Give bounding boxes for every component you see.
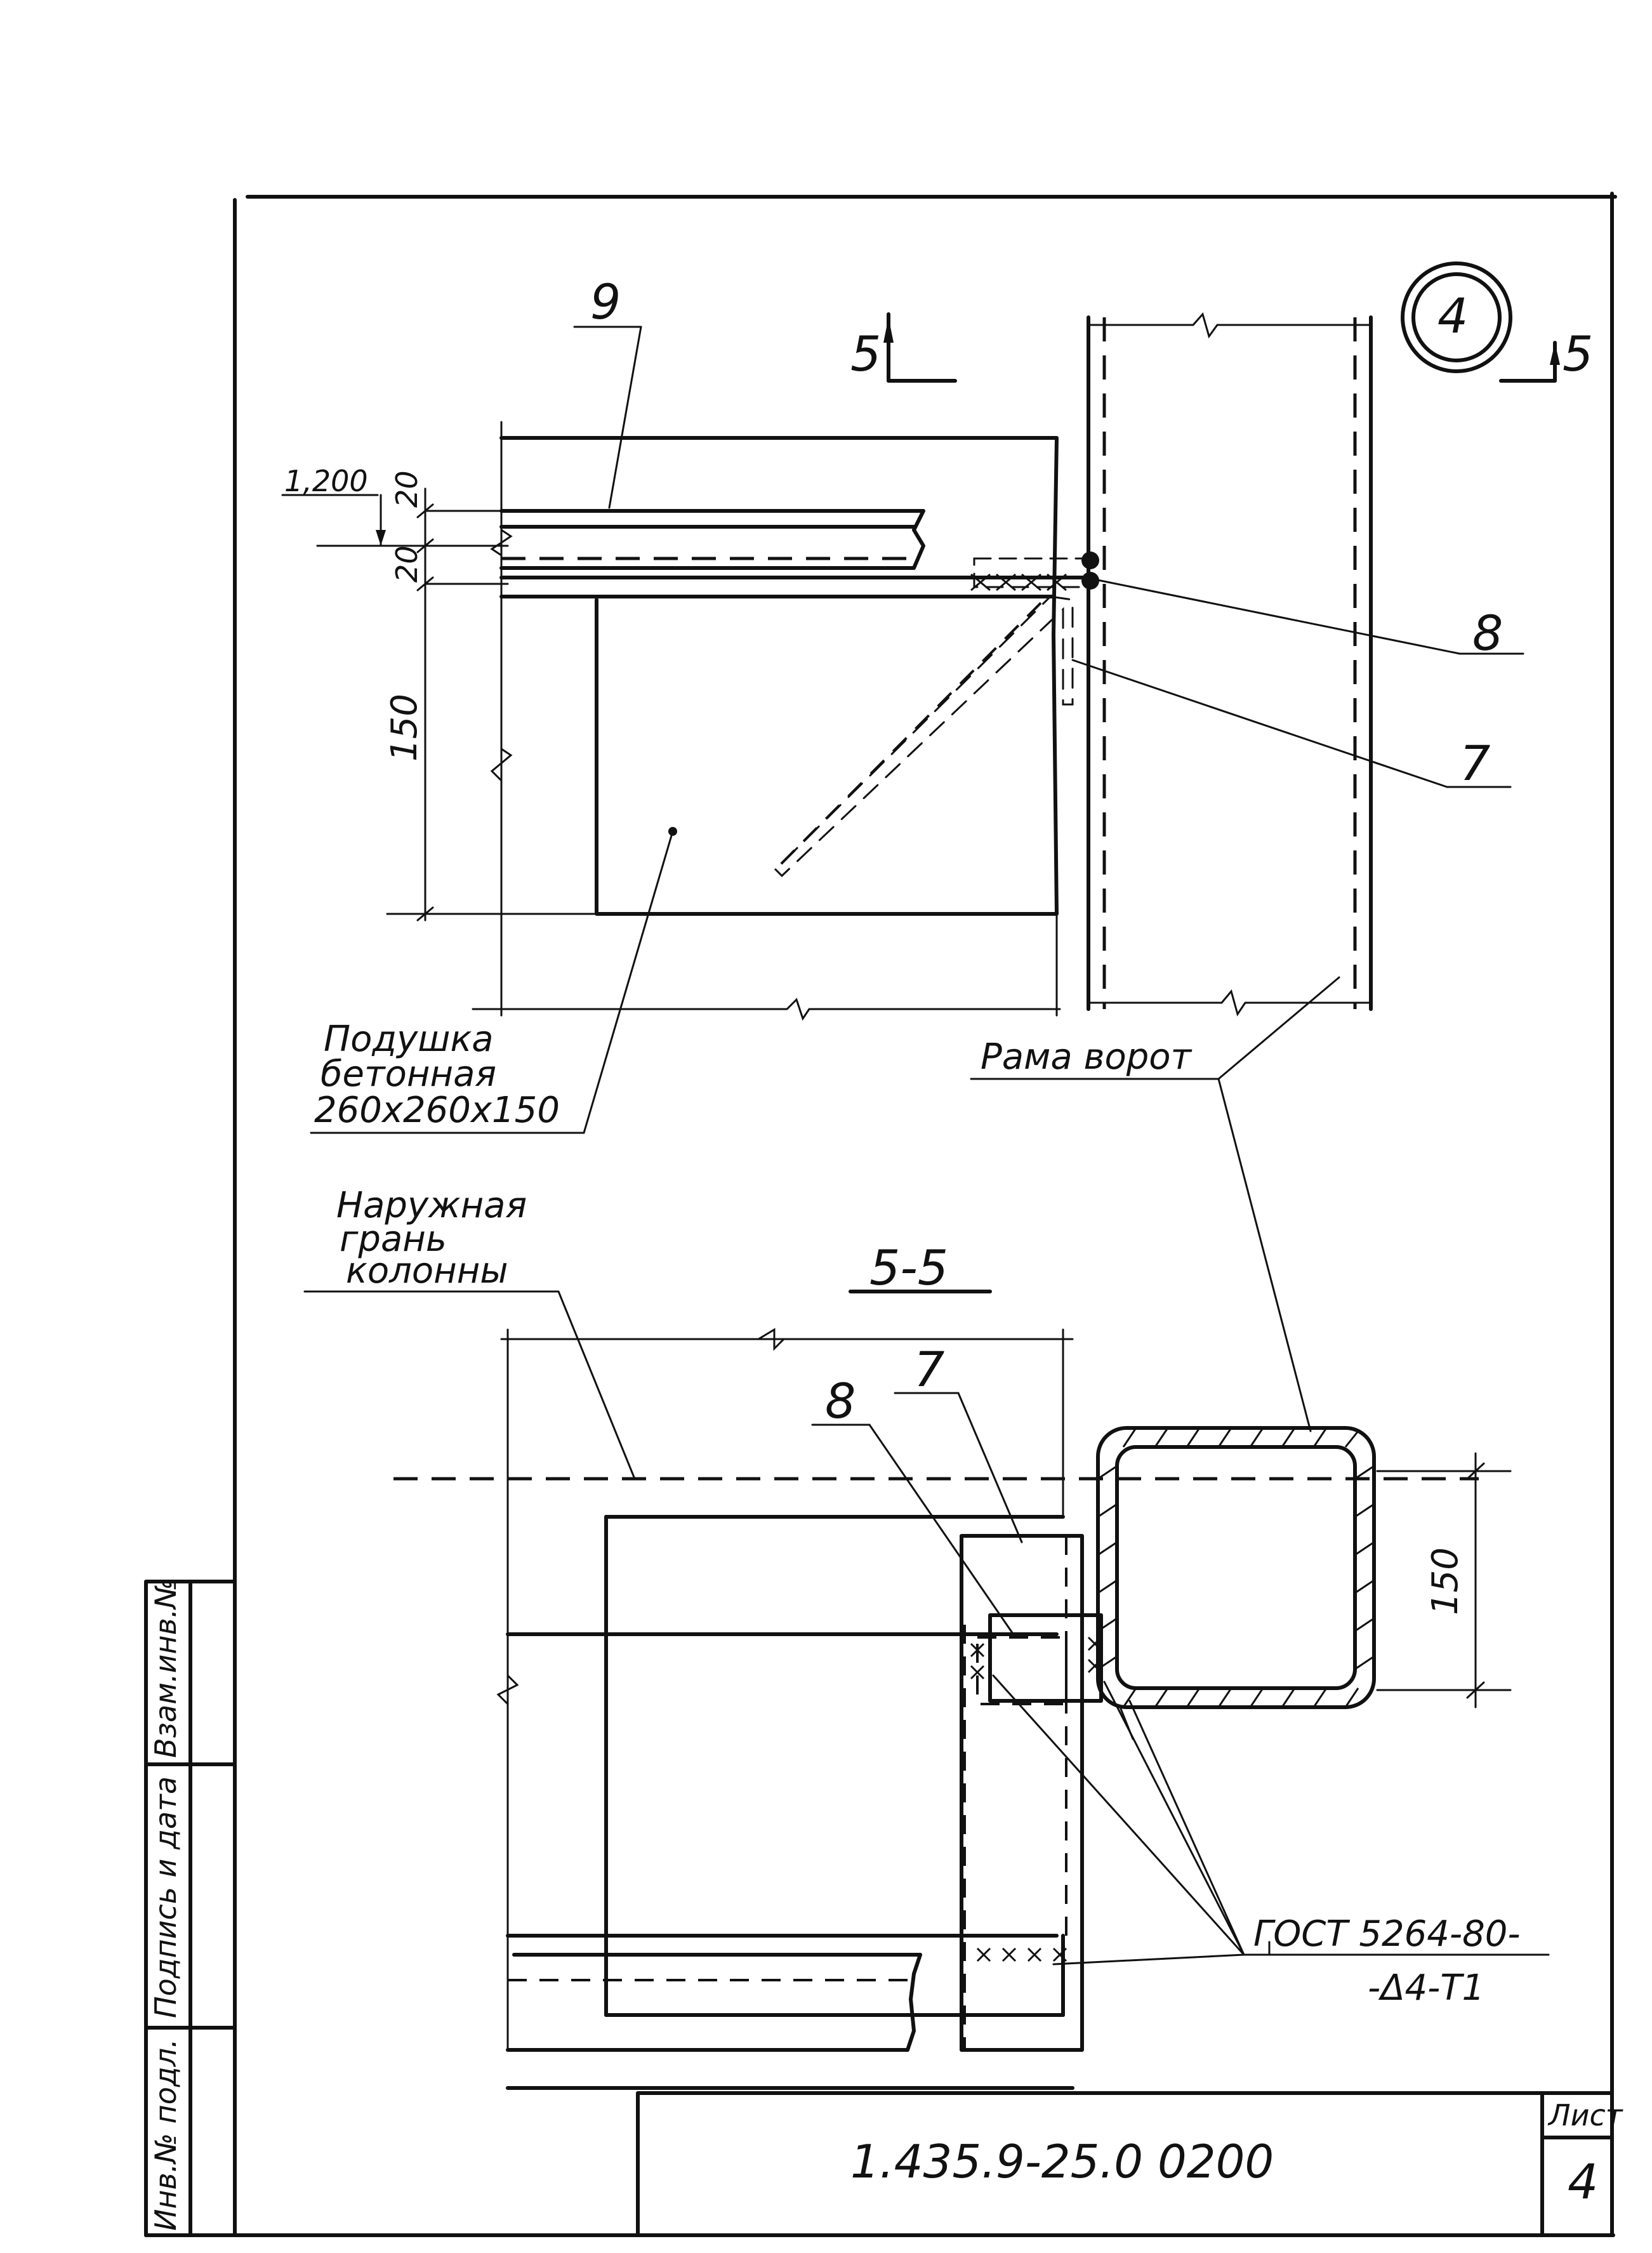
sheet-label: Лист (1549, 2098, 1623, 2132)
tube-dimension-150 (1376, 1452, 1512, 1708)
section-5-5-title: 5-5 (869, 1239, 949, 1296)
leader-8 (1090, 578, 1524, 655)
callout-9: 9 (590, 274, 621, 330)
leader-cushion (310, 827, 677, 1134)
angle-7-elevation (774, 595, 1074, 878)
outer-face-note-line2: грань (340, 1219, 447, 1260)
document-code: 1.435.9-25.0 0200 (850, 2135, 1274, 2188)
section-mark-label-left: 5 (850, 326, 882, 382)
title-block-frame (636, 2091, 1614, 2237)
side-stamp-frame (144, 1580, 237, 2237)
section-mark-label-right: 5 (1563, 326, 1594, 382)
weld-note-line2: -Δ4-Т1 (1368, 1967, 1485, 2009)
leader-7 (1071, 659, 1512, 788)
stamp-signature-date: Подпись и дата (149, 1776, 183, 2018)
leader-7-plan (894, 1392, 1023, 1543)
dim-20-bottom: 20 (390, 545, 424, 583)
frame-tube-section (1096, 1426, 1376, 1709)
sheet-number: 4 (1568, 2153, 1599, 2210)
callout-7-plan: 7 (914, 1341, 945, 1397)
outer-face-line (303, 1290, 1479, 1481)
leader-8-plan (811, 1424, 1017, 1639)
plate-8-elevation (970, 552, 1099, 591)
section-mark-left (883, 312, 957, 383)
outer-face-note-line1: Наружная (336, 1185, 527, 1226)
node-number: 4 (1437, 287, 1469, 344)
cushion-note-line1: Подушка (324, 1019, 494, 1060)
dim-150-height: 150 (384, 694, 425, 762)
stamp-replace-inv: Взам.инв.№ (149, 1578, 183, 1758)
weld-note-line1: ГОСТ 5264-80- (1253, 1913, 1521, 1955)
level-dimension-lines (281, 487, 636, 922)
callout-7: 7 (1460, 735, 1491, 791)
stamp-inv-original: Инв.№ подл. (149, 2038, 183, 2231)
callout-8: 8 (1472, 605, 1503, 661)
gate-frame-column (1087, 312, 1373, 1017)
leader-frame (970, 976, 1340, 1432)
dim-150-tube: 150 (1425, 1547, 1466, 1615)
cushion-note-line2: бетонная (320, 1054, 497, 1095)
leader-9 (573, 326, 642, 509)
angle-7-plan (960, 1534, 1084, 2052)
weld-leaders (992, 1674, 1550, 1966)
concrete-cushion-elevation (472, 421, 1061, 1021)
level-mark-1200: 1,200 (284, 464, 368, 498)
slab-9-elevation (499, 509, 1094, 579)
cushion-note-line3: 260х260х150 (314, 1090, 560, 1131)
plate-8-plan (970, 1613, 1103, 1962)
frame-note: Рама ворот (981, 1036, 1192, 1078)
dim-20-top: 20 (390, 470, 424, 508)
concrete-cushion-plan (496, 1328, 1074, 2090)
callout-8-plan: 8 (825, 1373, 856, 1429)
section-mark-right (1499, 341, 1560, 383)
node-number-circle (1401, 261, 1512, 373)
outer-face-note-line3: колонны (346, 1250, 508, 1292)
